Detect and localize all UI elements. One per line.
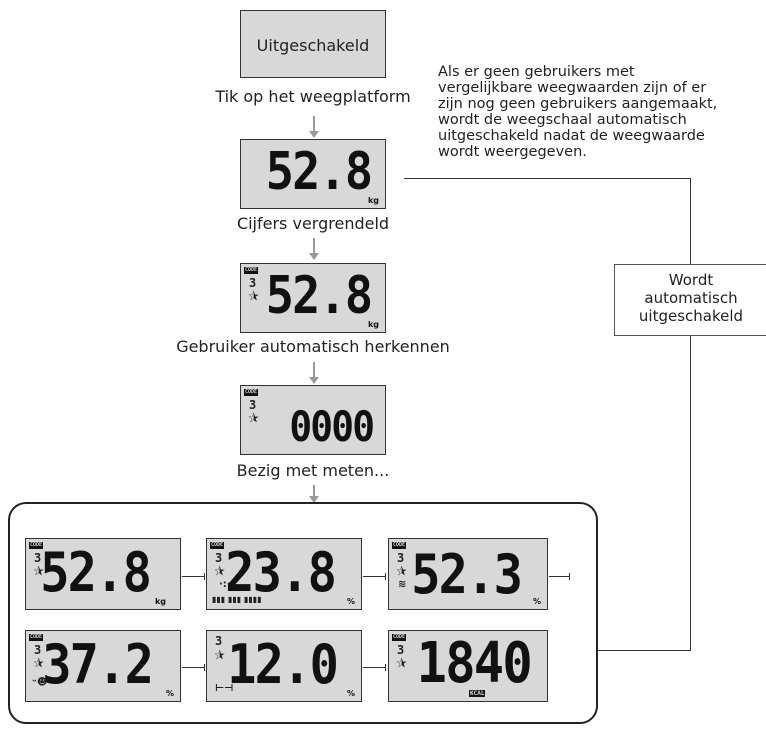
- tap-label: Tik op het weegplatform: [215, 87, 411, 106]
- user-number: 3: [249, 276, 257, 290]
- code-tag: CODE: [244, 267, 259, 274]
- code-tag: CODE: [392, 542, 407, 549]
- note-line: wordt weergegeven.: [438, 144, 587, 160]
- measuring-display: CODE 3 ⯫ 0000: [240, 385, 386, 455]
- result-bone-display: 3 ⯫ ⊢⊣ 12.0 %: [206, 630, 362, 702]
- result-value: 1840: [416, 631, 533, 696]
- result-weight-display: CODE 3 ⯫ 52.8 kg: [25, 538, 181, 610]
- fat-icon: ·:·: [219, 579, 231, 590]
- arrow-right: [182, 573, 205, 580]
- locked-display: 52.8 kg: [240, 139, 386, 209]
- arrow-down-4: [309, 485, 319, 503]
- arrow-down-2: [309, 238, 319, 260]
- arrow-right: [363, 573, 386, 580]
- auto-off-note: Als er geen gebruikers met vergelijkbare…: [438, 64, 717, 160]
- result-value: 52.8: [40, 541, 152, 604]
- note-line: zijn nog geen gebruikers aangemaakt,: [438, 96, 718, 112]
- code-tag: CODE: [29, 542, 44, 549]
- arrow-right: [549, 573, 570, 580]
- connector-v-top: [690, 178, 691, 264]
- sidebox-line: Wordt: [668, 271, 714, 289]
- result-water-display: CODE 3 ⯫ ≋ 52.3 %: [388, 538, 548, 610]
- person-icon: ⯫: [248, 289, 260, 303]
- result-unit: %: [346, 597, 355, 606]
- result-muscle-display: CODE 3 ⯫ ᵕ☻ᵕ 37.2 %: [25, 630, 181, 702]
- result-unit: %: [346, 689, 355, 698]
- user-number: 3: [397, 551, 405, 565]
- user-number: 3: [215, 551, 223, 565]
- arrow-right: [182, 664, 205, 671]
- person-icon: ⯫: [33, 564, 45, 578]
- result-value: 12.0: [227, 633, 339, 696]
- recognize-display: CODE 3 ⯫ 52.8 kg: [240, 263, 386, 333]
- muscle-icon: ᵕ☻ᵕ: [32, 677, 53, 688]
- recognize-unit: kg: [367, 320, 379, 329]
- measuring-value: 0000: [289, 402, 375, 451]
- result-unit: kg: [154, 597, 166, 606]
- code-tag: CODE: [210, 542, 225, 549]
- person-icon: ⯫: [396, 656, 408, 670]
- result-unit: KCAL: [469, 690, 486, 697]
- sidebox-line: uitgeschakeld: [638, 307, 744, 325]
- person-icon: ⯫: [248, 411, 260, 425]
- connector-h-bottom: [597, 650, 691, 651]
- result-unit: %: [532, 597, 541, 606]
- result-kcal-display: CODE 3 ⯫ 1840 KCAL: [388, 630, 548, 702]
- recognize-weight: 52.8: [265, 266, 372, 326]
- arrow-down-3: [309, 362, 319, 384]
- results-frame: [8, 502, 598, 724]
- locked-label: Cijfers vergrendeld: [236, 214, 390, 233]
- result-fat-display: CODE 3 ⯫ ·:· ▮▮▮ ▮▮▮ ▮▮▮▮ 23.8 %: [206, 538, 362, 610]
- person-icon: ⯫: [214, 648, 226, 662]
- connector-v-bottom: [690, 336, 691, 650]
- result-value: 23.8: [225, 541, 337, 604]
- result-value: 52.3: [411, 543, 523, 606]
- arrow-right: [363, 664, 386, 671]
- person-icon: ⯫: [214, 564, 226, 578]
- locked-weight: 52.8: [265, 142, 372, 202]
- bone-icon: ⊢⊣: [215, 683, 234, 694]
- water-icon: ≋: [398, 579, 407, 590]
- user-number: 3: [397, 643, 405, 657]
- fat-level-bars-icon: ▮▮▮ ▮▮▮ ▮▮▮▮: [212, 595, 262, 604]
- user-number: 3: [34, 551, 42, 565]
- auto-off-box: Wordt automatisch uitgeschakeld: [614, 264, 766, 336]
- note-line: uitgeschakeld nadat de weegwaarde: [438, 128, 705, 144]
- connector-h-top: [404, 178, 690, 179]
- note-line: wordt de weegschaal automatisch: [438, 112, 687, 128]
- person-icon: ⯫: [33, 656, 45, 670]
- user-number: 3: [249, 398, 257, 412]
- code-tag: CODE: [392, 634, 407, 641]
- note-line: vergelijkbare weegwaarden zijn of er: [438, 80, 707, 96]
- person-icon: ⯫: [396, 564, 408, 578]
- off-display: [240, 10, 386, 78]
- recognize-label: Gebruiker automatisch herkennen: [176, 337, 450, 356]
- off-label: Uitgeschakeld: [256, 36, 370, 55]
- user-number: 3: [34, 643, 42, 657]
- code-tag: CODE: [29, 634, 44, 641]
- result-value: 37.2: [42, 633, 154, 696]
- locked-unit: kg: [367, 196, 379, 205]
- user-number: 3: [215, 634, 223, 648]
- note-line: Als er geen gebruikers met: [438, 64, 635, 80]
- arrow-down-1: [309, 116, 319, 138]
- sidebox-line: automatisch: [644, 289, 738, 307]
- result-unit: %: [165, 689, 174, 698]
- code-tag: CODE: [244, 389, 259, 396]
- measuring-label: Bezig met meten...: [236, 461, 390, 480]
